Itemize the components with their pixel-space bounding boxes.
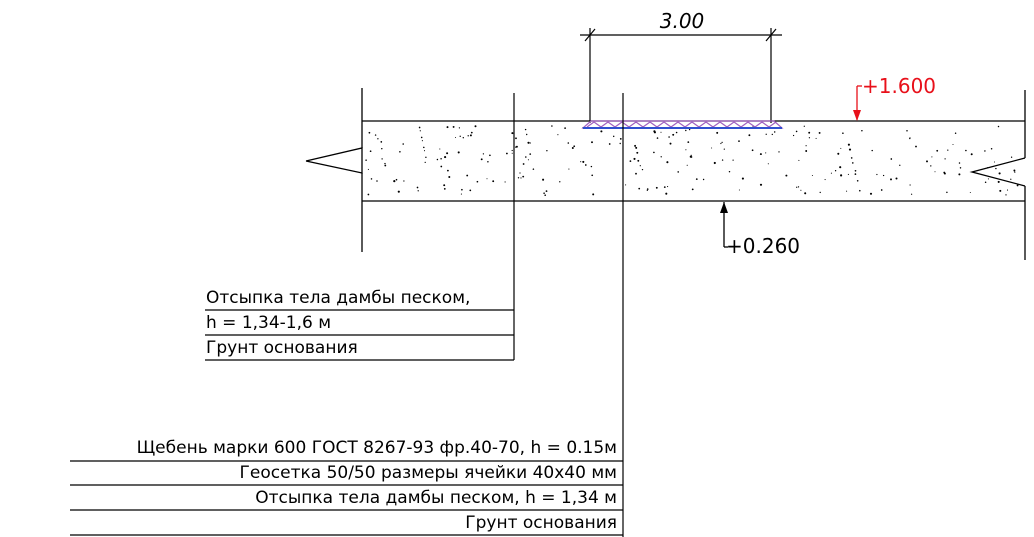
geogrid-layer (581, 120, 784, 129)
dimension-label: 3.00 (660, 9, 705, 33)
sand-hatching (365, 125, 1019, 196)
leader-right (70, 93, 624, 537)
level-mark-bottom (720, 202, 728, 248)
callout-left-line-3: Грунт основания (206, 338, 358, 358)
level-mark-top (853, 85, 862, 121)
right-break-symbol (969, 90, 1026, 260)
callout-right-line-4: Грунт основания (465, 513, 617, 533)
dimension-3m (580, 28, 782, 123)
level-arrow-icon (720, 202, 728, 213)
callout-left-line-1: Отсыпка тела дамбы песком, (206, 288, 470, 308)
level-arrow-icon (853, 110, 861, 121)
embankment-body (362, 120, 1025, 202)
callout-right-line-2: Геосетка 50/50 размеры ячейки 40х40 мм (240, 463, 617, 483)
left-break-symbol (305, 88, 363, 252)
level-top-label: +1.600 (862, 74, 936, 98)
callout-right-line-3: Отсыпка тела дамбы песком, h = 1,34 м (255, 488, 617, 508)
leader-left (205, 93, 515, 361)
level-bottom-label: +0.260 (726, 234, 800, 258)
callout-left-line-2: h = 1,34-1,6 м (206, 313, 331, 333)
callout-right-line-1: Щебень марки 600 ГОСТ 8267-93 фр.40-70, … (137, 438, 617, 458)
